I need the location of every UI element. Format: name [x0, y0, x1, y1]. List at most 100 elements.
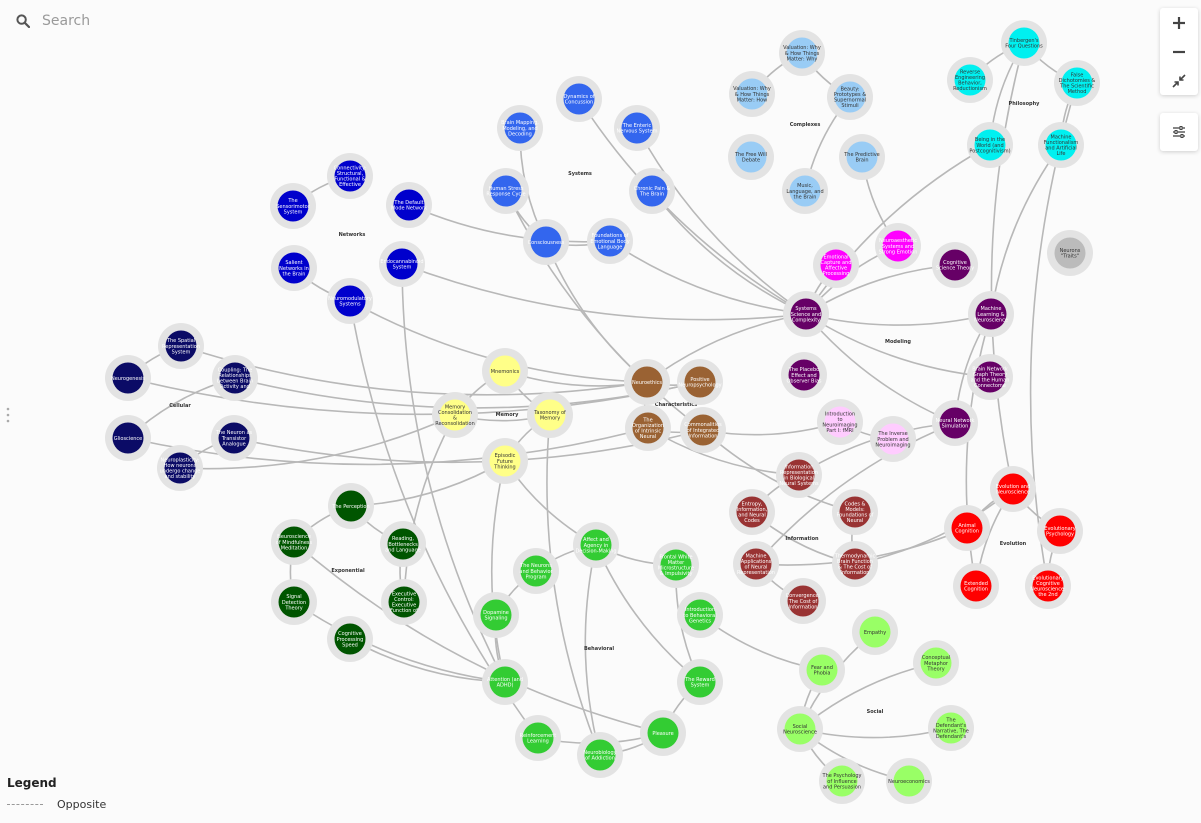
graph-node[interactable]: Empathy — [852, 609, 898, 655]
node-circle — [789, 175, 821, 207]
search-input[interactable] — [40, 12, 284, 30]
graph-node[interactable]: Neurons"Traits" — [1047, 230, 1093, 276]
graph-node[interactable]: Glioscience — [105, 415, 151, 461]
zoom-in-button[interactable] — [1160, 8, 1198, 37]
node-circle — [489, 355, 521, 387]
graph-node[interactable]: Neuroethics — [624, 359, 670, 405]
graph-node[interactable]: Connectivity:Structural,Functional &Effe… — [327, 153, 373, 199]
graph-node[interactable]: Pleasure — [640, 710, 686, 756]
settings-button[interactable] — [1160, 113, 1198, 151]
graph-node[interactable]: Consciousness — [523, 219, 569, 265]
drag-handle-icon[interactable] — [5, 407, 11, 427]
node-circle — [490, 175, 522, 207]
zoom-out-button[interactable] — [1160, 37, 1198, 66]
graph-node[interactable]: Neuroeconomics — [886, 758, 932, 804]
graph-node[interactable]: Neurogenesis — [105, 355, 151, 401]
graph-edge — [179, 414, 456, 470]
search-bar[interactable] — [16, 12, 284, 30]
graph-node[interactable]: Chronic Pain &The Brain — [629, 168, 675, 214]
graph-node[interactable]: The Perception — [328, 483, 374, 529]
fit-screen-button[interactable] — [1160, 66, 1198, 95]
graph-node[interactable]: Mnemonics — [482, 348, 528, 394]
node-circle — [632, 412, 664, 444]
